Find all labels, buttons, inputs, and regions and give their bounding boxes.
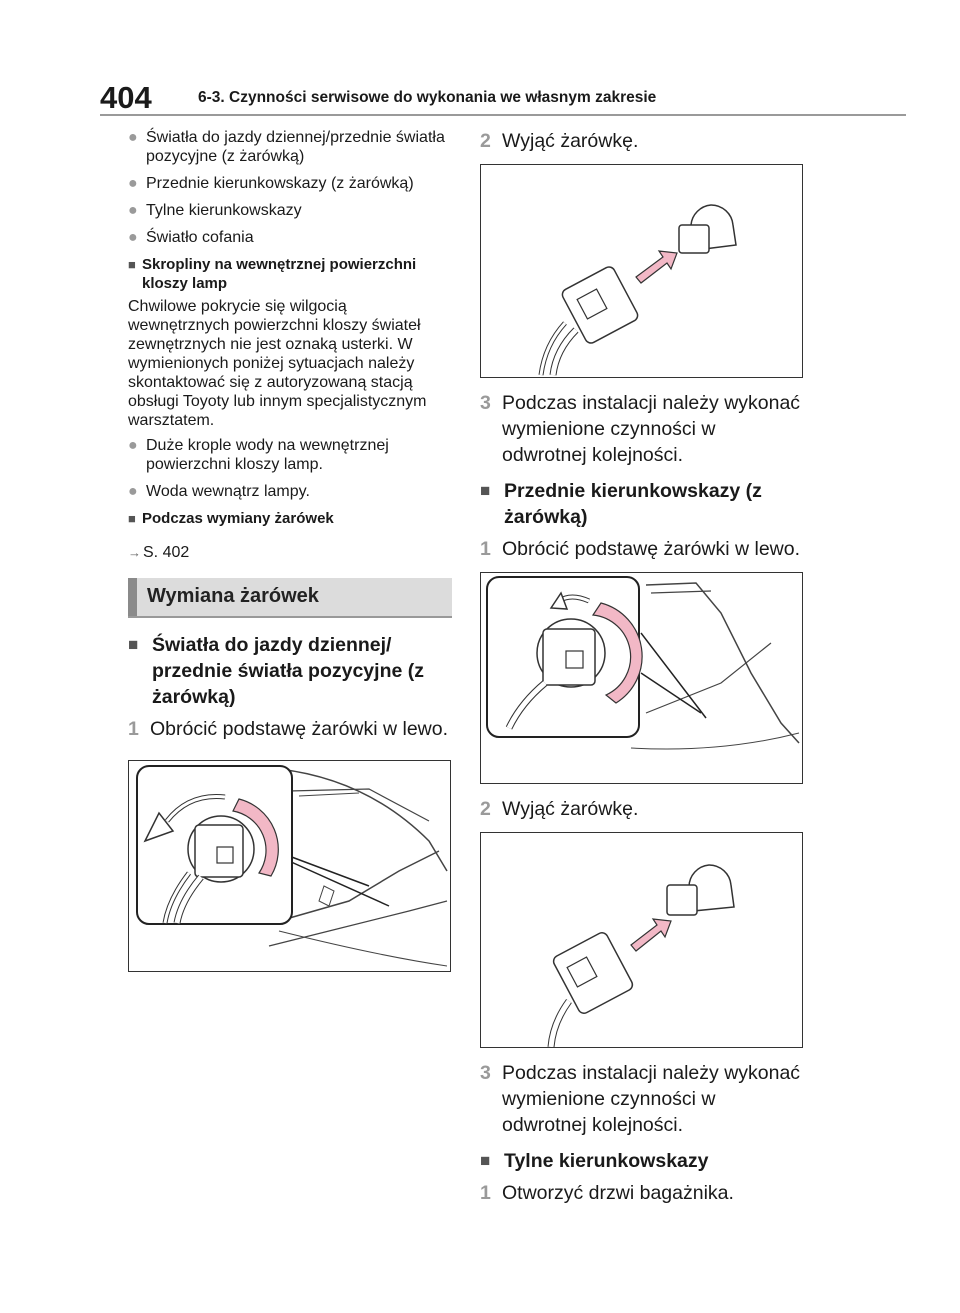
bullet-dot-icon: ● [128, 202, 138, 219]
drl-heading: ■Światła do jazdy dziennej/ przednie świ… [128, 634, 424, 708]
page-number: 404 [100, 80, 152, 115]
condensation-heading: ■Skropliny na wewnętrznej powierzchni kl… [128, 256, 417, 292]
page-header: 404 6-3. Czynności serwisowe do wykonani… [100, 76, 906, 116]
bullet-dot-icon: ● [128, 175, 138, 192]
square-marker-icon: ■ [128, 511, 136, 526]
figure-ft-remove-bulb [480, 832, 803, 1048]
bullet-dot-icon: ● [128, 129, 138, 146]
left-column: ●Światła do jazdy dziennej/przednie świa… [128, 128, 452, 972]
square-marker-icon: ■ [480, 1151, 491, 1170]
list-item: ●Światła do jazdy dziennej/przednie świa… [128, 129, 445, 165]
square-marker-icon: ■ [480, 481, 491, 500]
bullet-dot-icon: ● [128, 229, 138, 246]
list-item: ●Światło cofania [128, 229, 254, 246]
figure-drl-remove-bulb [480, 164, 803, 378]
figure-drl-rotate [128, 760, 451, 972]
section-banner: Wymiana żarówek [128, 578, 452, 618]
banner-bar [128, 578, 137, 616]
list-item: ●Duże krople wody na wewnętrznej powierz… [128, 437, 389, 473]
header-divider [100, 114, 906, 116]
replacing-heading: ■Podczas wymiany żarówek [128, 510, 334, 527]
figure-ft-rotate [480, 572, 803, 784]
bullet-dot-icon: ● [128, 483, 138, 500]
bullet-dot-icon: ● [128, 437, 138, 454]
chapter-title: 6-3. Czynności serwisowe do wykonania we… [198, 89, 657, 106]
front-turn-heading: ■Przednie kierunkowskazy (z żarówką) [480, 480, 762, 528]
square-marker-icon: ■ [128, 635, 139, 654]
list-item: ●Woda wewnątrz lampy. [128, 483, 310, 500]
square-marker-icon: ■ [128, 257, 136, 272]
condensation-text: Chwilowe pokrycie się wilgocią wewnętrzn… [128, 298, 427, 429]
arrow-right-icon: → [128, 545, 141, 560]
section-title: Wymiana żarówek [147, 585, 319, 607]
list-item: ●Przednie kierunkowskazy (z żarówką) [128, 175, 414, 192]
rear-turn-heading: ■Tylne kierunkowskazy [480, 1150, 709, 1172]
list-item: ●Tylne kierunkowskazy [128, 202, 302, 219]
page-reference[interactable]: →S. 402 [128, 544, 190, 561]
